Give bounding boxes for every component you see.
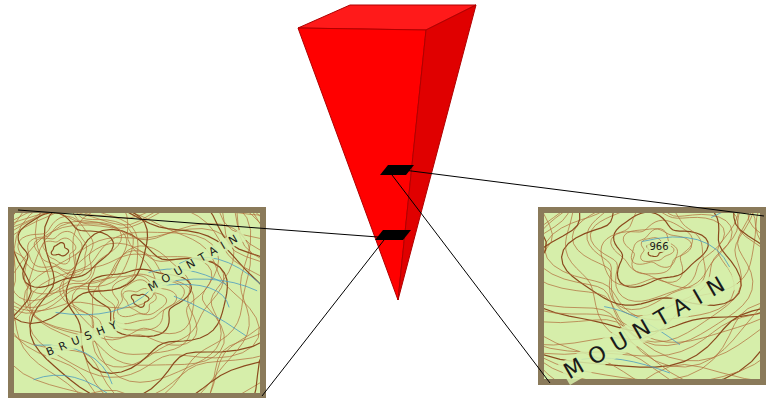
contour-line: [544, 213, 760, 379]
contour-line: [601, 213, 705, 288]
pyramid-side: [398, 5, 476, 300]
contour-line: [14, 213, 260, 393]
contour-line: [544, 213, 760, 379]
contour-line: [14, 213, 260, 393]
contour-line: [30, 232, 224, 365]
leader-line: [392, 175, 550, 383]
contour-line: [544, 213, 760, 379]
contour-line: [18, 216, 93, 281]
contour-line: [28, 222, 87, 275]
stream-line: [642, 237, 730, 267]
contour-line: [544, 213, 760, 379]
elevation-number: 966: [647, 241, 670, 252]
stream-line: [34, 375, 118, 393]
contour-line: [544, 213, 760, 379]
contour-line: [614, 213, 709, 287]
contour-line: [131, 294, 149, 307]
contour-line: [51, 243, 68, 256]
contour-line: [14, 213, 260, 393]
topo-map-left: [0, 110, 390, 398]
contour-line: [544, 213, 760, 379]
slice-lower: [375, 230, 411, 240]
pyramid: [298, 5, 476, 300]
stream-line: [56, 289, 151, 314]
contour-line: [14, 213, 260, 393]
contour-line: [544, 213, 760, 379]
contour-line: [14, 213, 260, 393]
contour-line: [14, 213, 260, 393]
contour-lines: [14, 213, 260, 393]
contour-line: [544, 213, 760, 379]
leader-line: [388, 168, 764, 216]
stream-line: [711, 213, 760, 218]
contour-line: [623, 229, 691, 274]
slice-upper: [380, 165, 414, 175]
contour-line: [14, 213, 133, 308]
contour-line: [27, 221, 251, 393]
contour-line: [611, 220, 693, 282]
contour-line: [14, 213, 260, 393]
leader-line: [262, 240, 384, 396]
contour-line: [14, 213, 127, 301]
stream-line: [162, 284, 229, 307]
contour-line: [43, 238, 76, 264]
contour-line: [641, 238, 674, 262]
contour-lines: [544, 213, 760, 379]
contour-line: [14, 213, 260, 393]
leader-line: [18, 210, 378, 237]
contour-line: [14, 213, 260, 393]
contour-line: [14, 213, 251, 393]
contour-line: [14, 213, 260, 393]
contour-line: [14, 213, 156, 311]
stream-line: [174, 296, 246, 335]
leader-lines: [18, 168, 764, 396]
contour-line: [14, 213, 260, 393]
contour-line: [14, 213, 260, 393]
contour-line: [14, 213, 260, 393]
contour-line: [544, 213, 760, 379]
contour-line: [631, 229, 677, 268]
contour-line: [544, 213, 760, 379]
